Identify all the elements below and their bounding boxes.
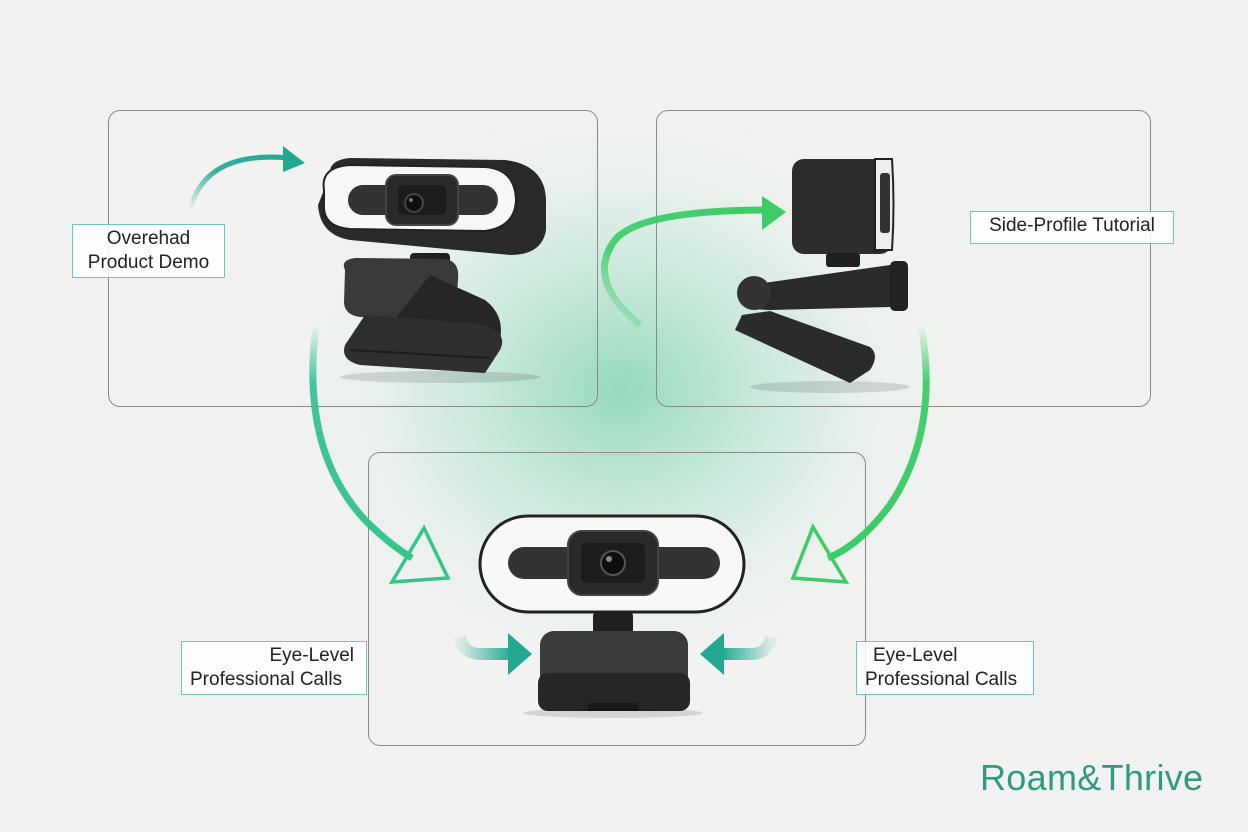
- label-line: Eye-Level: [873, 645, 958, 666]
- label-line: Side-Profile Tutorial: [989, 215, 1155, 236]
- label-overhead-product-demo: Overehad Product Demo: [72, 224, 225, 278]
- label-line: Overehad: [106, 228, 191, 249]
- label-line: Product Demo: [87, 252, 210, 273]
- label-line: Professional Calls: [865, 669, 1018, 690]
- label-line: Eye-Level: [269, 645, 355, 666]
- brand-logo: Roam&Thrive: [980, 757, 1204, 798]
- label-eye-level-right: Eye-Level Professional Calls: [856, 641, 1034, 695]
- webcam-front-icon: [478, 514, 746, 718]
- webcam-side-icon: [735, 158, 910, 393]
- webcam-ring-light-icon: [318, 158, 546, 383]
- panel-eye-level: [368, 452, 866, 746]
- panel-side-profile: [656, 110, 1151, 407]
- label-side-profile-tutorial: Side-Profile Tutorial: [970, 211, 1174, 244]
- label-line: Professional Calls: [190, 669, 343, 690]
- label-eye-level-left: Eye-Level Professional Calls: [181, 641, 367, 695]
